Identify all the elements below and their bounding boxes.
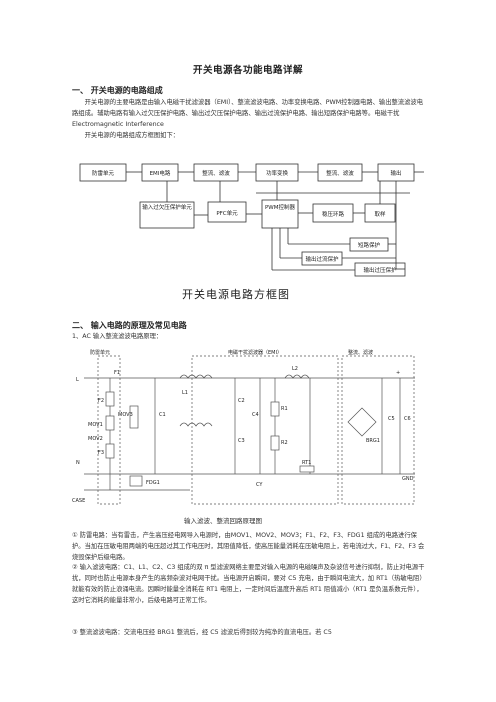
svg-text:C1: C1 bbox=[159, 412, 166, 418]
block-diagram: 防雷单元 EMI电路 整流、滤波 功率变换 整流、滤波 输出 输入过欠压保护单元… bbox=[79, 163, 424, 277]
svg-text:MOV3: MOV3 bbox=[118, 412, 133, 418]
svg-text:F2: F2 bbox=[98, 398, 104, 404]
input-schematic: 防雷单元 电磁干扰滤波器（EMI） 整流、滤波 L N CASE GND + F… bbox=[72, 349, 415, 505]
block-emi bbox=[141, 163, 179, 182]
label-gonglv: 功率变换 bbox=[266, 169, 289, 177]
svg-text:RT1: RT1 bbox=[302, 460, 311, 466]
svg-text:MOV2: MOV2 bbox=[88, 436, 103, 442]
block-diagram-intro: 开关电源的电路组成方框图如下： bbox=[84, 132, 180, 139]
svg-text:L1: L1 bbox=[182, 390, 188, 396]
block-guoliu bbox=[301, 251, 343, 266]
item-3: ③ 整流滤波电路：交流电压经 BRG1 整流后，经 C5 滤波后得到较为纯净的直… bbox=[72, 629, 332, 636]
label-zhengliu2: 整流、滤波 bbox=[326, 169, 354, 177]
block-shuchuguoya bbox=[354, 262, 406, 277]
label-emi: EMI电路 bbox=[150, 169, 171, 177]
label-zhengliu1: 整流、滤波 bbox=[202, 169, 230, 177]
block-zhengliu1 bbox=[193, 163, 239, 182]
label-shuchu: 输出 bbox=[390, 169, 401, 177]
label-guoqianya: 输入过欠压保护单元 bbox=[142, 205, 192, 211]
block-zhengliu2 bbox=[317, 163, 363, 182]
label-shuchuguoya: 输出过压保护 bbox=[363, 266, 397, 274]
label-emi-filter: 电磁干扰滤波器（EMI） bbox=[228, 349, 282, 356]
label-qujian: 取样 bbox=[374, 210, 386, 218]
section-1-heading: 一、 开关电源的电路组成 bbox=[72, 86, 163, 95]
block-diagram-caption: 开关电源电路方框图 bbox=[182, 288, 290, 301]
svg-text:FDG1: FDG1 bbox=[146, 480, 160, 486]
svg-text:CASE: CASE bbox=[72, 498, 85, 504]
section-1-paragraph: 开关电源的主要电路是由输入电磁干扰滤波器（EMI）、整流滤波电路、功率变换电路、… bbox=[72, 99, 424, 128]
label-duanlu: 短路保护 bbox=[358, 241, 381, 249]
schematic-caption: 输入滤波、整流回路原理图 bbox=[184, 517, 262, 525]
svg-text:F3: F3 bbox=[98, 450, 104, 456]
svg-text:CY: CY bbox=[256, 482, 263, 488]
svg-text:BRG1: BRG1 bbox=[366, 438, 380, 444]
label-wenya: 稳压环路 bbox=[322, 210, 345, 218]
svg-text:C6: C6 bbox=[404, 416, 411, 422]
label-zl-unit: 整流、滤波 bbox=[348, 349, 373, 356]
label-pfc: PFC单元 bbox=[216, 209, 238, 217]
block-duanlu bbox=[349, 237, 389, 252]
svg-text:R2: R2 bbox=[281, 440, 288, 446]
block-pfc bbox=[207, 201, 247, 223]
page-title: 开关电源各功能电路详解 bbox=[192, 65, 303, 76]
label-fanglei: 防雷单元 bbox=[92, 169, 115, 177]
section-2-subheading: 1、AC 输入整流滤波电路原理： bbox=[72, 333, 163, 340]
svg-text:L2: L2 bbox=[292, 366, 298, 372]
section-2-heading: 二、 输入电路的原理及常见电路 bbox=[72, 321, 187, 330]
svg-text:C4: C4 bbox=[252, 412, 259, 418]
svg-text:GND: GND bbox=[402, 476, 414, 482]
svg-text:N: N bbox=[76, 460, 80, 466]
svg-text:MOV1: MOV1 bbox=[88, 422, 103, 428]
svg-text:C2: C2 bbox=[238, 398, 245, 404]
item-1: ① 防雷电路：当有雷击，产生高压经电网导入电源时，由MOV1、MOV2、MOV3… bbox=[72, 532, 425, 561]
item-2: ② 输入滤波电路：C1、L1、C2、C3 组成的双 π 型滤波网络主要是对输入电… bbox=[72, 564, 426, 604]
label-pwm: PWM控制器 bbox=[265, 205, 295, 211]
svg-text:C5: C5 bbox=[388, 416, 395, 422]
label-fanglei-unit: 防雷单元 bbox=[90, 349, 110, 356]
label-guoliu: 输出过流保护 bbox=[305, 255, 339, 263]
svg-text:C3: C3 bbox=[238, 438, 245, 444]
svg-text:R1: R1 bbox=[281, 406, 288, 412]
svg-text:F1: F1 bbox=[114, 370, 120, 376]
svg-text:+: + bbox=[396, 370, 400, 376]
svg-text:L: L bbox=[76, 377, 79, 383]
block-fanglei bbox=[79, 163, 127, 182]
